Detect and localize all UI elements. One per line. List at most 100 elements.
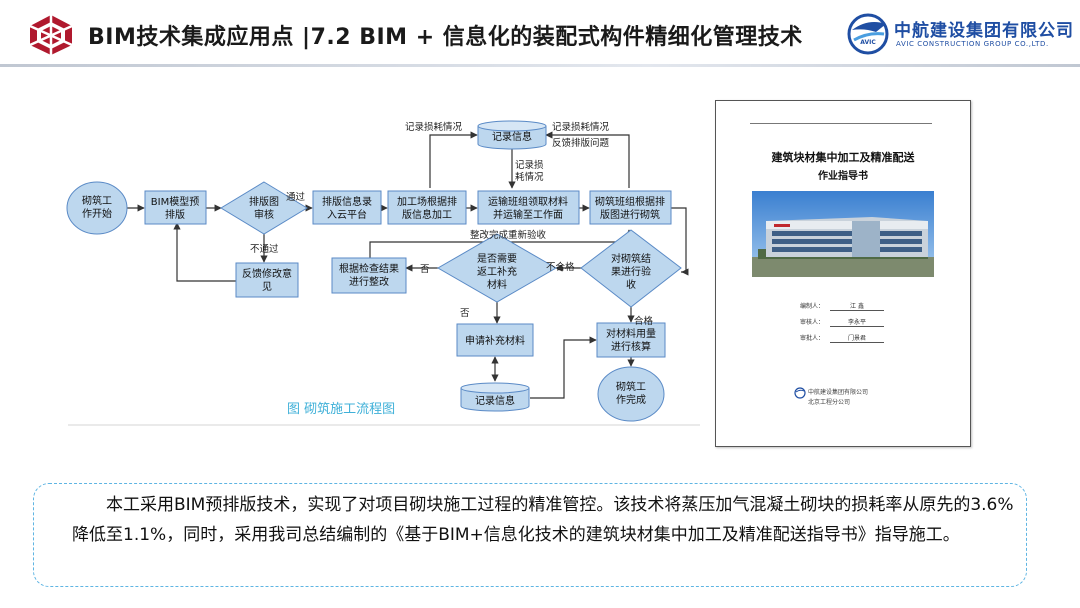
node-review xyxy=(220,181,308,235)
svg-text:反馈修改意见: 反馈修改意见 xyxy=(242,267,292,293)
node-material-check-l2: 进行核算 xyxy=(611,340,651,353)
avic-emblem-icon: AVIC xyxy=(847,13,889,55)
label-pass: 通过 xyxy=(286,191,306,203)
node-start xyxy=(66,181,128,235)
label-no-left: 否 xyxy=(420,264,430,275)
node-acceptance-l1: 对砌筑结 xyxy=(611,252,651,265)
slide-header: BIM技术集成应用点 |7.2 BIM + 信息化的装配式构件精细化管理技术 A… xyxy=(0,0,1080,70)
node-rework-check-l2: 返工补充 xyxy=(477,265,517,278)
svg-text:砌筑班组根据排版图进行砌筑: 砌筑班组根据排版图进行砌筑 xyxy=(595,195,665,221)
company-name-en: AVIC CONSTRUCTION GROUP CO.,LTD. xyxy=(896,40,1049,48)
connector xyxy=(173,222,236,282)
node-masonry xyxy=(589,190,672,225)
node-record-top xyxy=(477,120,547,150)
company-name-cn: 中航建设集团有限公司 xyxy=(894,21,1074,41)
node-info-entry-l2: 入云平台 xyxy=(327,208,367,221)
label-record-loss-right: 记录损耗情况 xyxy=(552,121,610,133)
building-photo-image xyxy=(752,191,934,277)
svg-text:排版信息录入云平台: 排版信息录入云平台 xyxy=(322,195,372,221)
header-divider xyxy=(0,64,1080,67)
slide-title-main: BIM技术集成应用点 xyxy=(88,25,294,50)
svg-text:记录损耗情况: 记录损耗情况 xyxy=(515,159,544,183)
node-processing-l1: 加工场根据排 xyxy=(397,195,457,208)
node-processing-l2: 版信息加工 xyxy=(402,208,452,221)
summary-callout: 本工采用BIM预排版技术，实现了对项目砌块施工过程的精准管控。该技术将蒸压加气混… xyxy=(33,483,1027,587)
label-record-loss-mid-l2: 耗情况 xyxy=(515,171,544,183)
node-processing xyxy=(387,190,467,225)
node-record-top-label: 记录信息 xyxy=(492,130,532,143)
label-rework-recheck: 整改完成重新验收 xyxy=(470,229,547,241)
node-transport-l1: 运输班组领取材料 xyxy=(488,195,568,208)
company-logo: AVIC 中航建设集团有限公司 AVIC CONSTRUCTION GROUP … xyxy=(846,12,1076,56)
node-finish-l1: 砌筑工 xyxy=(616,380,646,393)
node-material-check-l1: 对材料用量 xyxy=(606,327,656,340)
label-qualified: 合格 xyxy=(634,315,654,327)
svg-text:是否需要返工补充材料: 是否需要返工补充材料 xyxy=(477,253,517,291)
node-bim-model xyxy=(144,190,207,225)
node-feedback-modify-l2: 见 xyxy=(262,281,272,293)
node-apply-material xyxy=(456,323,534,357)
label-feedback-issue: 反馈排版问题 xyxy=(552,137,610,149)
node-rework-check xyxy=(436,233,558,303)
connector xyxy=(429,131,478,188)
logo-badge-text: AVIC xyxy=(860,39,876,46)
stamp-line-1: 中航建设集团有限公司 xyxy=(808,389,869,396)
node-finish-l2: 作完成 xyxy=(616,393,646,406)
node-rectify xyxy=(331,257,407,294)
node-acceptance-l2: 果进行验 xyxy=(611,265,651,278)
doc-top-rule xyxy=(750,123,932,124)
svg-text:对砌筑结果进行验收: 对砌筑结果进行验收 xyxy=(611,252,651,291)
svg-text:对材料用量进行核算: 对材料用量进行核算 xyxy=(606,327,656,353)
node-bim-model-l2: 排版 xyxy=(165,208,185,221)
flow-edge-labels: 通过 不通过 记录损耗情况 记录损耗情况 反馈排版问题 记录损耗情况 整改完成重… xyxy=(250,121,654,327)
node-masonry-l2: 版图进行砌筑 xyxy=(600,208,660,221)
signer-row: 编制人：江 鑫 xyxy=(800,301,940,311)
doc-subtitle: 作业指导书 xyxy=(818,171,868,182)
svg-text:排版图审核: 排版图审核 xyxy=(249,195,279,221)
node-transport xyxy=(477,190,580,225)
flowchart-caption: 图 砌筑施工流程图 xyxy=(287,401,395,417)
node-review-l2: 审核 xyxy=(254,208,274,221)
label-no-down: 否 xyxy=(460,308,470,319)
svg-text:加工场根据排版信息加工: 加工场根据排版信息加工 xyxy=(397,195,457,221)
node-rectify-l2: 进行整改 xyxy=(349,275,389,288)
node-bim-model-l1: BIM模型预 xyxy=(151,195,199,208)
svg-text:运输班组领取材料并运输至工作面: 运输班组领取材料并运输至工作面 xyxy=(488,195,568,221)
node-material-check xyxy=(596,322,666,358)
node-transport-l2: 并运输至工作面 xyxy=(493,208,563,221)
slide-title-sub: |7.2 BIM + 信息化的装配式构件精细化管理技术 xyxy=(302,25,803,50)
svg-text:砌筑工作开始: 砌筑工作开始 xyxy=(82,194,112,220)
doc-title: 建筑块材集中加工及精准配送 xyxy=(771,151,915,164)
node-feedback-modify xyxy=(235,262,299,298)
node-start-l2: 作开始 xyxy=(82,207,112,220)
flow-nodes: 砌筑工作开始 BIM模型预排版 排版图审核 排版信息录入云平台 加工场根据排版信… xyxy=(66,120,682,422)
node-info-entry xyxy=(312,190,382,225)
node-record-bottom-label: 记录信息 xyxy=(475,394,515,407)
node-info-entry-l1: 排版信息录 xyxy=(322,195,372,208)
company-hexagon-logo-icon xyxy=(29,15,73,55)
node-rectify-l1: 根据检查结果 xyxy=(339,262,399,275)
guidebook-cover: 建筑块材集中加工及精准配送 作业指导书 编制人：江 鑫 审核人：李永平 审批人：… xyxy=(715,100,971,447)
node-rework-check-l3: 材料 xyxy=(487,278,507,291)
label-record-loss-mid-l1: 记录损 xyxy=(515,159,544,171)
node-review-l1: 排版图 xyxy=(249,195,279,208)
svg-text:BIM模型预排版: BIM模型预排版 xyxy=(151,195,199,221)
stamp-line-2: 北京工程分公司 xyxy=(808,399,851,406)
approver-row: 审批人：门景君 xyxy=(800,333,940,343)
node-record-bottom xyxy=(460,382,530,412)
slide-title: BIM技术集成应用点 |7.2 BIM + 信息化的装配式构件精细化管理技术 xyxy=(88,19,803,51)
connector xyxy=(545,131,630,188)
node-acceptance xyxy=(580,229,682,308)
flow-connectors xyxy=(127,131,689,399)
node-finish xyxy=(597,366,665,422)
node-acceptance-l3: 收 xyxy=(626,278,636,291)
node-start-l1: 砌筑工 xyxy=(82,194,112,207)
node-apply-material-label: 申请补充材料 xyxy=(465,334,525,347)
doc-company-stamp: 中航建设集团有限公司 北京工程分公司 xyxy=(794,385,894,415)
svg-text:根据检查结果进行整改: 根据检查结果进行整改 xyxy=(339,262,399,288)
label-record-loss-left: 记录损耗情况 xyxy=(405,121,463,133)
label-not-pass: 不通过 xyxy=(250,243,279,255)
summary-text: 本工采用BIM预排版技术，实现了对项目砌块施工过程的精准管控。该技术将蒸压加气混… xyxy=(72,495,1014,545)
connector xyxy=(530,336,597,399)
